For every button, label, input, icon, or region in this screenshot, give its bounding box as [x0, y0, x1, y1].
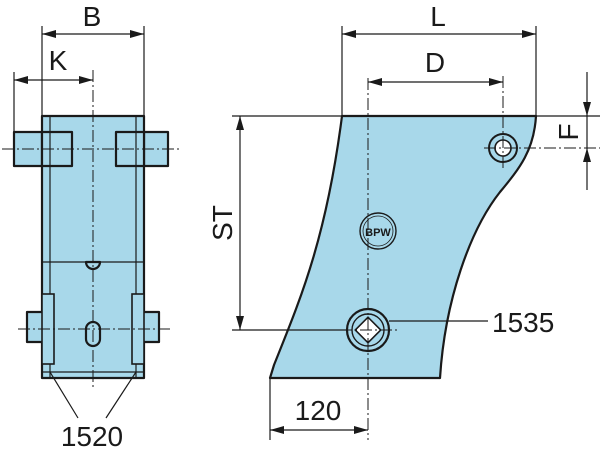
side-view: B K 1520: [2, 1, 182, 451]
part-1535-label: 1535: [492, 307, 554, 338]
dim-st-arrow-top: [236, 116, 244, 130]
dim-k-label: K: [49, 45, 68, 76]
bpw-logo: BPW: [359, 212, 397, 250]
logo-text: BPW: [365, 227, 391, 239]
dim-f-arrow-top: [583, 102, 591, 116]
dim-120-arrow-right: [354, 426, 368, 434]
dim-d-arrow-left: [368, 78, 382, 86]
dim-l-arrow-right: [522, 30, 536, 38]
front-view: BPW L D F ST 1: [207, 1, 600, 440]
hanger-plate: [268, 114, 538, 380]
dim-b-arrow-left: [42, 30, 56, 38]
dim-f-arrow-bottom: [583, 148, 591, 162]
dim-l-label: L: [430, 1, 446, 32]
dim-120-arrow-left: [270, 426, 284, 434]
leader-1520-right: [105, 371, 137, 419]
dim-f-label: F: [553, 123, 584, 140]
dim-b-arrow-right: [130, 30, 144, 38]
dim-k-arrow-right: [79, 76, 93, 84]
dim-120-label: 120: [295, 395, 342, 426]
leader-1520-left: [49, 371, 79, 419]
part-1520-label: 1520: [61, 421, 123, 451]
dim-k-arrow-left: [14, 76, 28, 84]
dim-st-arrow-bottom: [236, 316, 244, 330]
dim-l-arrow-left: [342, 30, 356, 38]
dim-st-label: ST: [207, 205, 238, 241]
dim-b-label: B: [83, 1, 102, 32]
dim-d-arrow-right: [489, 78, 503, 86]
dim-d-label: D: [425, 47, 445, 78]
